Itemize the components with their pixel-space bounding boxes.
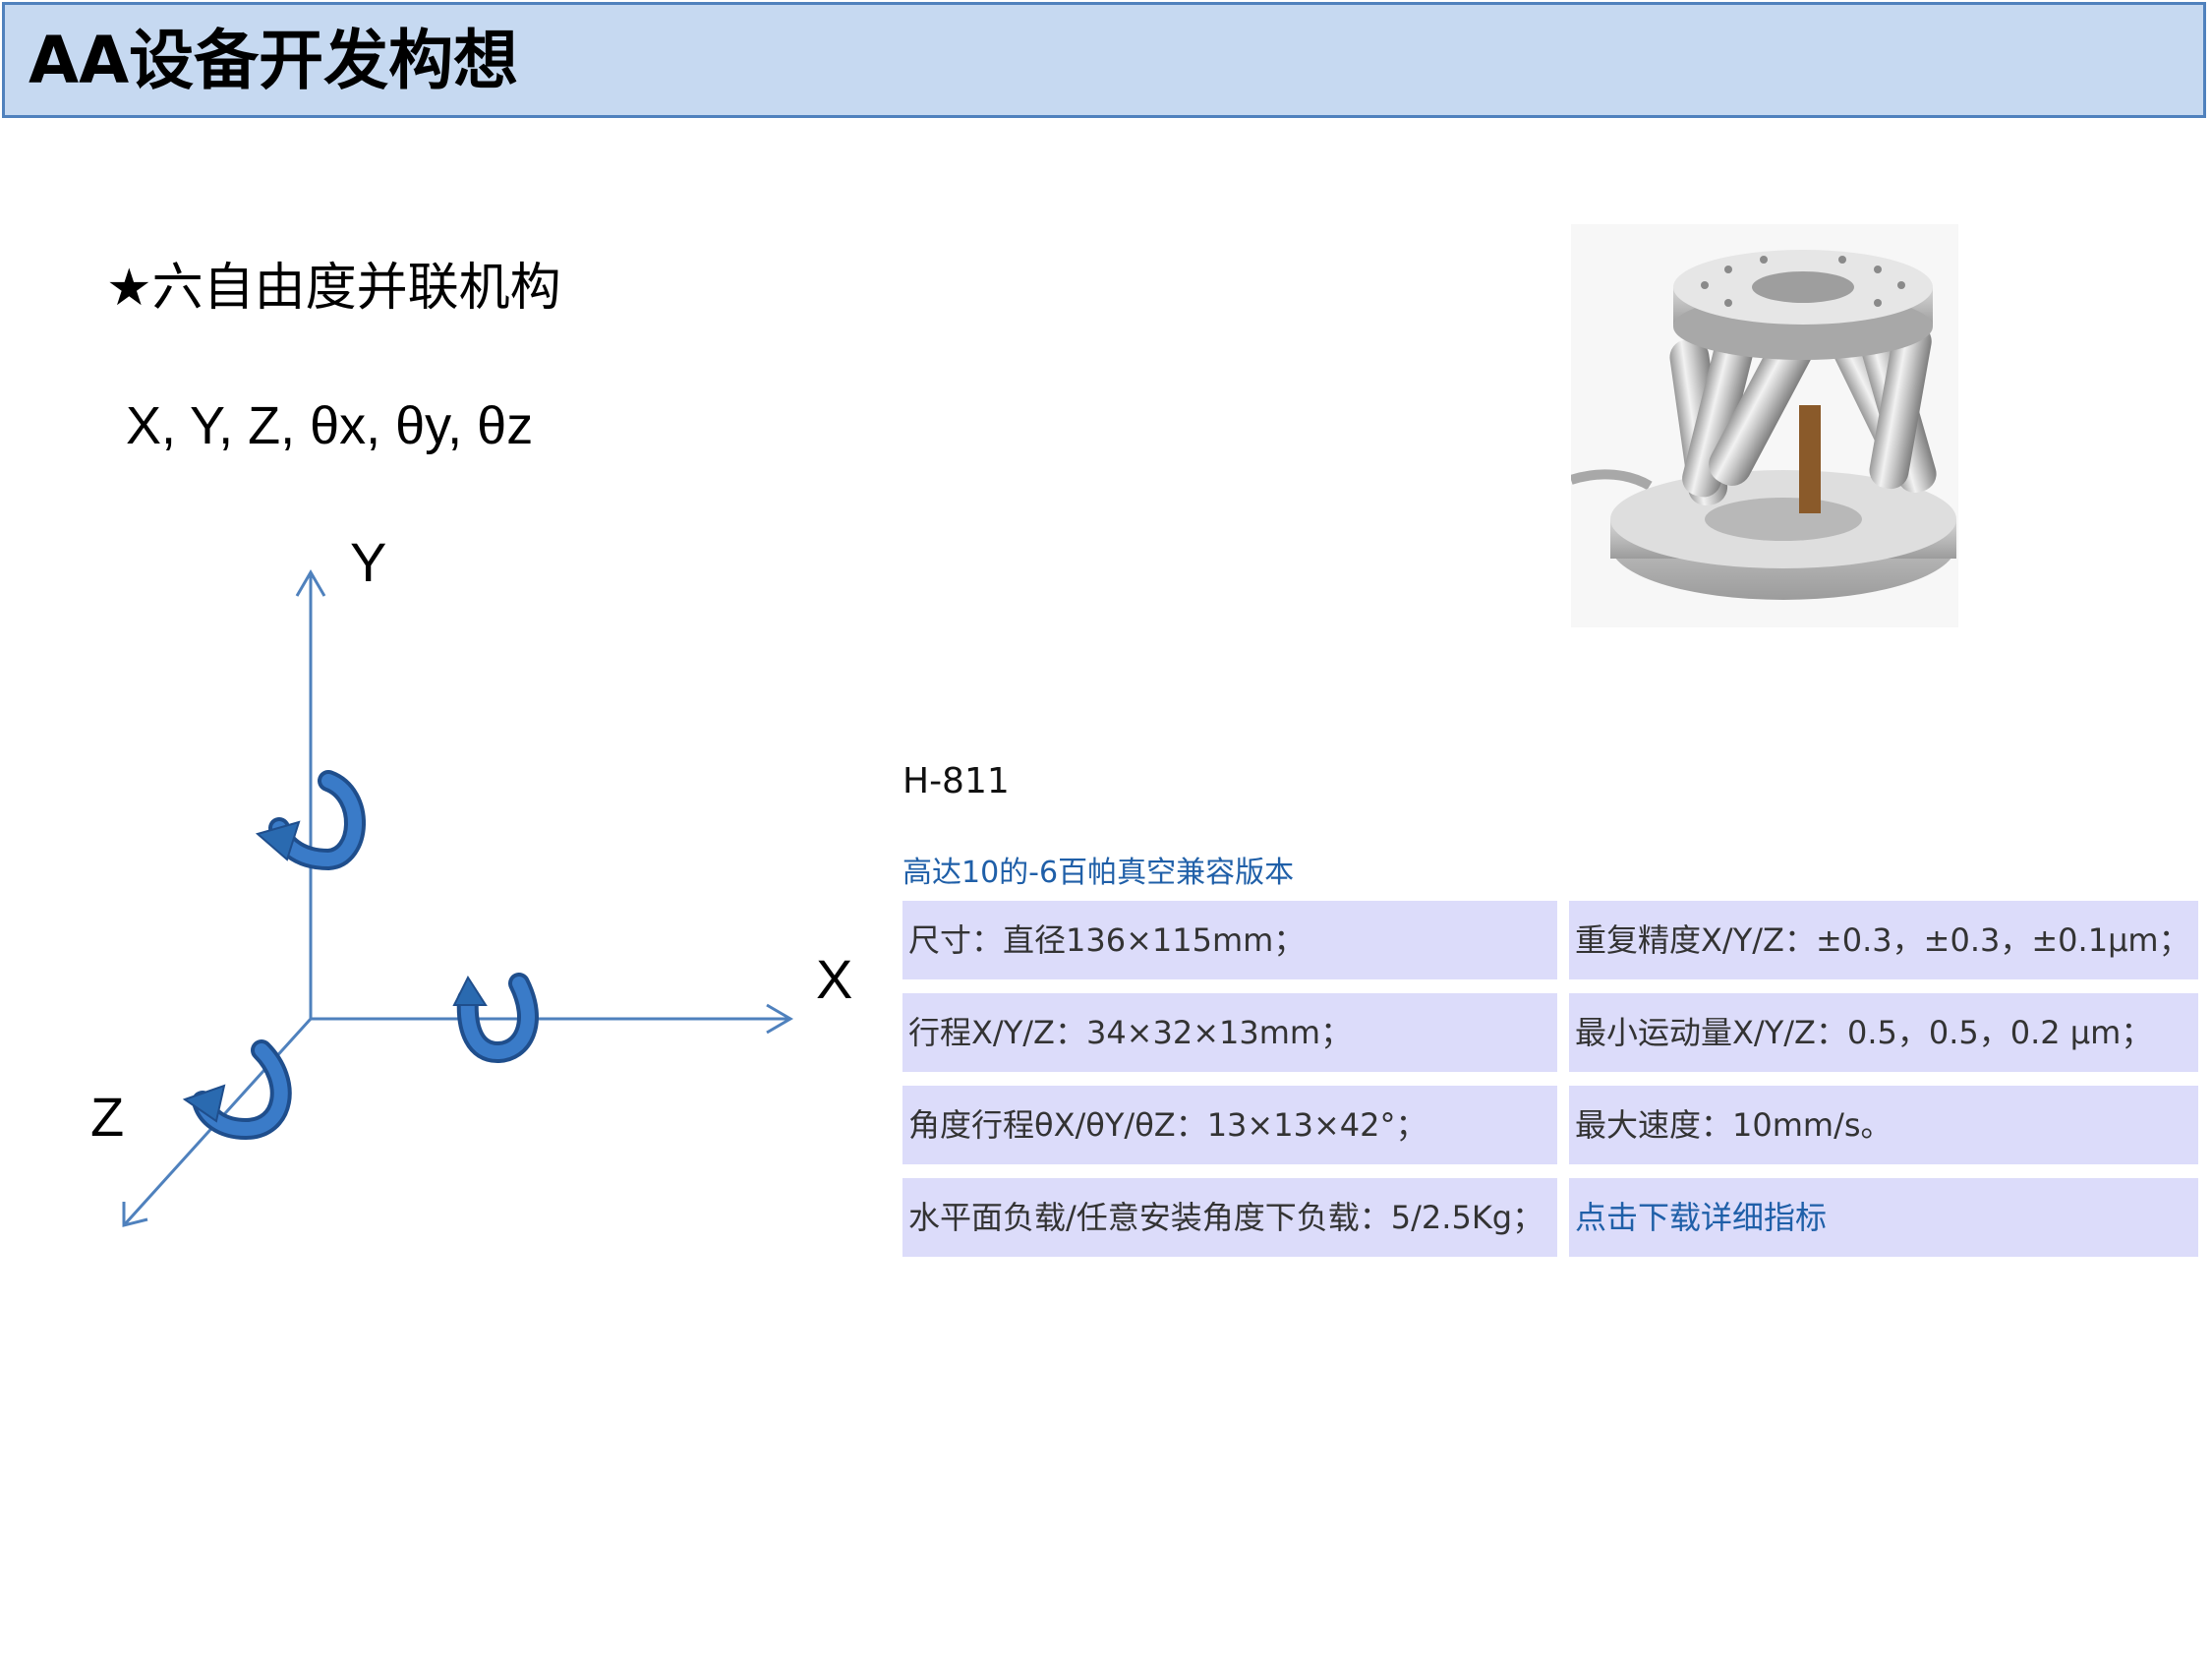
x-axis-label: X — [816, 948, 853, 1010]
y-axis-label: Y — [350, 531, 387, 593]
title-bar: AA设备开发构想 — [2, 2, 2206, 118]
rotation-arrow-x-icon — [452, 973, 539, 1064]
z-axis-label: Z — [90, 1086, 125, 1148]
spec-cell: 角度行程θX/θY/θZ：13×13×42°； — [902, 1086, 1557, 1164]
slide-subtitle: ★六自由度并联机构 — [106, 259, 561, 318]
spec-table: 尺寸：直径136×115mm； 重复精度X/Y/Z：±0.3，±0.3，±0.1… — [902, 901, 2198, 1257]
spec-cell: 行程X/Y/Z：34×32×13mm； — [902, 993, 1557, 1072]
rotation-arrow-z-icon — [182, 1039, 292, 1141]
spec-cell: 最大速度：10mm/s。 — [1569, 1086, 2198, 1164]
spec-cell: 尺寸：直径136×115mm； — [902, 901, 1557, 979]
slide-title: AA设备开发构想 — [29, 23, 519, 98]
spec-cell: 水平面负载/任意安装角度下负载：5/2.5Kg； — [902, 1178, 1557, 1257]
product-model: H-811 — [902, 761, 1010, 801]
x-axis-line — [311, 1003, 793, 1035]
rotation-arrow-y-icon — [255, 770, 366, 871]
dof-list: X, Y, Z, θx, θy, θz — [126, 396, 534, 455]
spec-cell: 最小运动量X/Y/Z：0.5，0.5，0.2 μm； — [1569, 993, 2198, 1072]
spec-cell: 重复精度X/Y/Z：±0.3，±0.3，±0.1μm； — [1569, 901, 2198, 979]
hexapod-photo-icon — [1571, 224, 1958, 627]
product-version: 高达10的-6百帕真空兼容版本 — [902, 856, 1295, 890]
download-specs-link[interactable]: 点击下载详细指标 — [1569, 1178, 2198, 1257]
y-axis-line — [295, 569, 326, 1019]
